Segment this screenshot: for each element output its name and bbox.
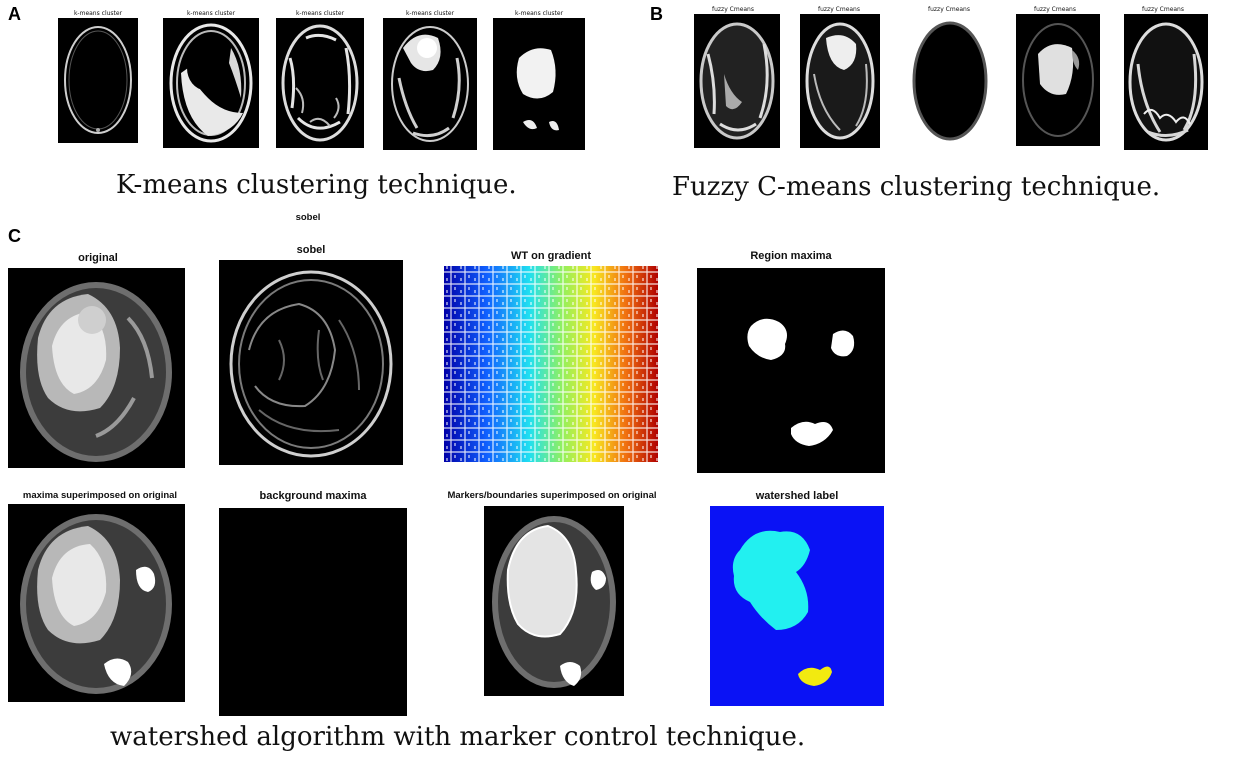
fcm-result-5: [1124, 14, 1208, 150]
kmeans-result-1: [58, 18, 138, 143]
original-title: original: [78, 252, 118, 264]
kmeans-result-2: [163, 18, 259, 148]
maxima-superimposed-image: [8, 504, 185, 702]
fcm-result-3: [908, 14, 992, 148]
wt-gradient-title: WT on gradient: [510, 250, 592, 262]
kmeans-result-5: [493, 18, 585, 150]
kmeans-result-4: [383, 18, 477, 150]
kmeans-tile-title: k-means cluster: [514, 10, 564, 17]
background-maxima-title: background maxima: [259, 490, 367, 502]
watershed-label-image: [710, 506, 884, 706]
original-mri: [8, 268, 185, 468]
kmeans-tile-title: k-means cluster: [186, 10, 236, 17]
fcm-tile-title: fuzzy Cmeans: [817, 6, 860, 13]
kmeans-tile-title: k-means cluster: [295, 10, 345, 17]
panel-label-c: C: [8, 226, 21, 246]
kmeans-tile-title: k-means cluster: [405, 10, 455, 17]
markers-boundaries-image: [484, 506, 624, 696]
stray-sobel-label: sobel: [295, 212, 321, 223]
panel-c-caption: watershed algorithm with marker control …: [110, 722, 806, 752]
panel-label-a: A: [8, 4, 21, 24]
kmeans-result-3: [276, 18, 364, 148]
fcm-tile-title: fuzzy Cmeans: [927, 6, 970, 13]
panel-b-caption: Fuzzy C-means clustering technique.: [672, 172, 1161, 202]
region-maxima-image: [697, 268, 885, 473]
markers-boundaries-title: Markers/boundaries superimposed on origi…: [447, 490, 657, 501]
fcm-result-2: [800, 14, 880, 148]
fcm-tile-title: fuzzy Cmeans: [1033, 6, 1076, 13]
fcm-tile-title: fuzzy Cmeans: [711, 6, 754, 13]
region-maxima-title: Region maxima: [750, 250, 832, 262]
watershed-label-title: watershed label: [755, 490, 839, 502]
kmeans-tile-title: k-means cluster: [73, 10, 123, 17]
sobel-title: sobel: [296, 244, 326, 256]
panel-a-caption: K-means clustering technique.: [116, 170, 517, 200]
background-maxima-image: [219, 508, 407, 716]
maxima-superimposed-title: maxima superimposed on original: [22, 490, 178, 501]
panel-label-b: B: [650, 4, 663, 24]
fcm-result-1: [694, 14, 780, 148]
fcm-tile-title: fuzzy Cmeans: [1141, 6, 1184, 13]
fcm-result-4: [1016, 14, 1100, 146]
wt-gradient-image: [444, 266, 658, 462]
sobel-edge-image: [219, 260, 403, 465]
